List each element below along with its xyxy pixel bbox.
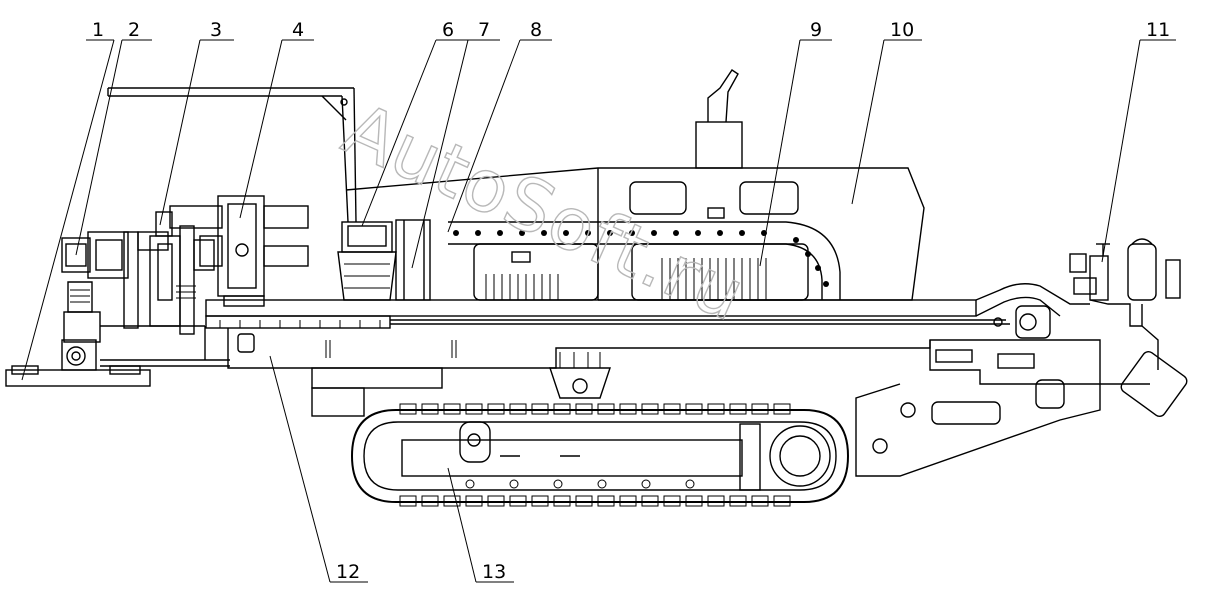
callout-10: 10: [890, 19, 914, 41]
callout-13: 13: [482, 561, 506, 583]
drill-rail: [205, 299, 1010, 329]
callout-4: 4: [292, 19, 304, 41]
callout-6: 6: [442, 19, 454, 41]
callout-3: 3: [210, 19, 222, 41]
callout-12: 12: [336, 561, 360, 583]
callout-1: 1: [92, 19, 104, 41]
callout-2: 2: [128, 19, 140, 41]
crawler-track: [350, 403, 850, 507]
power-head: [169, 195, 309, 307]
guide-frame: [395, 219, 431, 301]
clamp-assembly: [100, 211, 230, 361]
hydraulic-valves: [975, 238, 1188, 418]
rotary-motor: [337, 221, 397, 301]
mast-carriage: [107, 87, 357, 223]
main-frame: [227, 328, 1150, 477]
callout-labels: 1 2 3 4 6 7 8 9 10 11 12 13: [92, 19, 1170, 583]
anchor-base: [5, 311, 230, 387]
callout-7: 7: [478, 19, 490, 41]
cable-carrier-chain: [448, 221, 841, 300]
vice-assembly: [61, 231, 169, 329]
callout-leaders: [21, 39, 1176, 583]
callout-11: 11: [1146, 19, 1170, 41]
callout-9: 9: [810, 19, 822, 41]
frame-pivot: [549, 352, 611, 399]
callout-8: 8: [530, 19, 542, 41]
